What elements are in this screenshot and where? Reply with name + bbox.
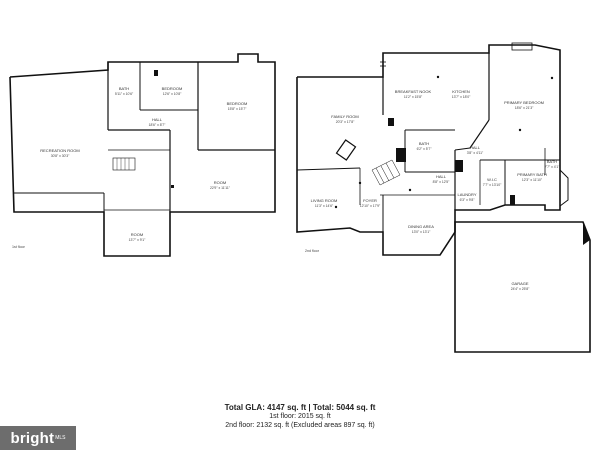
room-name-hall-main: HALL <box>436 174 447 179</box>
room-dims-living-room: 11'3" x 14'6" <box>315 204 334 208</box>
room-dims-laundry: 6'3" x 9'8" <box>460 198 476 202</box>
room-dims-garage: 24'4" x 25'8" <box>511 287 530 291</box>
room-name-kitchen: KITCHEN <box>452 89 470 94</box>
room-dims-primary-bedroom: 18'6" x 21'3" <box>515 106 534 110</box>
room-name-recreation-room: RECREATION ROOM <box>40 148 79 153</box>
room-dims-bath-upper: 6'2" x 5'7" <box>417 147 433 151</box>
left-floor-plan <box>9 53 276 257</box>
room-name-living-room: LIVING ROOM <box>311 198 338 203</box>
room-name-garage: GARAGE <box>511 281 528 286</box>
room-name-bedroom-large: BEDROOM <box>227 101 248 106</box>
room-dims-bath: 5'11" x 10'6" <box>115 92 134 96</box>
floor-label-2nd: 2nd floor <box>305 249 320 253</box>
room-dims-family-room: 20'3" x 17'8" <box>336 120 355 124</box>
room-name-hall-small: HALL <box>470 145 481 150</box>
room-dims-bath-right: 7'7" x 4'1" <box>545 165 561 169</box>
brand-trademark: MLS <box>55 435 66 441</box>
room-name-hall: HALL <box>152 117 163 122</box>
room-dims-primary-bath: 12'3" x 11'10" <box>522 178 543 182</box>
left-floor-room-labels: BATH 5'11" x 10'6" BEDROOM 12'6" x 10'8"… <box>12 86 247 249</box>
room-dims-wic: 7'7" x 13'10" <box>483 183 502 187</box>
room-dims-bedroom-large: 15'8" x 15'7" <box>228 107 247 111</box>
room-dims-foyer: 12'10" x 17'9" <box>360 204 381 208</box>
room-dims-hall-small: 3'8" x 4'11" <box>467 151 484 155</box>
room-name-bedroom-small: BEDROOM <box>162 86 183 91</box>
room-dims-hall-main: 8'8" x 12'5" <box>433 180 451 184</box>
summary-total-line: Total GLA: 4147 sq. ft | Total: 5044 sq.… <box>224 403 376 412</box>
brand-logo-text: bright <box>10 429 55 447</box>
room-name-bath-right: BATH <box>547 159 557 164</box>
room-name-family-room: FAMILY ROOM <box>331 114 358 119</box>
room-dims-hall: 18'6" x 8'7" <box>149 123 167 127</box>
room-name-primary-bath: PRIMARY BATH <box>517 172 547 177</box>
right-floor-plan <box>296 42 591 353</box>
room-dims-dining-area: 13'0" x 13'1" <box>412 230 431 234</box>
summary-second-floor: 2nd floor: 2132 sq. ft (Excluded areas 8… <box>225 422 375 429</box>
room-dims-kitchen: 13'7" x 18'0" <box>452 95 471 99</box>
room-name-foyer: FOYER <box>363 198 377 203</box>
room-dims-room-bottom: 13'7" x 9'1" <box>129 238 147 242</box>
room-name-room-bottom: ROOM <box>131 232 143 237</box>
right-floor-room-labels: BREAKFAST NOOK 11'2" x 15'8" KITCHEN 13'… <box>305 89 560 291</box>
room-name-bath-upper: BATH <box>419 141 429 146</box>
room-name-breakfast-nook: BREAKFAST NOOK <box>395 89 432 94</box>
summary-first-floor: 1st floor: 2015 sq. ft <box>269 413 331 420</box>
room-name-room-right: ROOM <box>214 180 226 185</box>
room-name-primary-bedroom: PRIMARY BEDROOM <box>504 100 544 105</box>
room-dims-room-right: 22'9" x 11'11" <box>210 186 231 190</box>
room-dims-breakfast-nook: 11'2" x 15'8" <box>404 95 423 99</box>
brand-logo: bright MLS <box>0 426 76 450</box>
room-name-laundry: LAUNDRY <box>457 192 476 197</box>
room-dims-recreation-room: 30'8" x 30'3" <box>51 154 70 158</box>
floor-label-1st: 1st floor <box>12 245 26 249</box>
room-dims-bedroom-small: 12'6" x 10'8" <box>163 92 182 96</box>
room-name-dining-area: DINING AREA <box>408 224 434 229</box>
room-name-bath: BATH <box>119 86 129 91</box>
room-name-wic: W.I.C <box>487 177 497 182</box>
